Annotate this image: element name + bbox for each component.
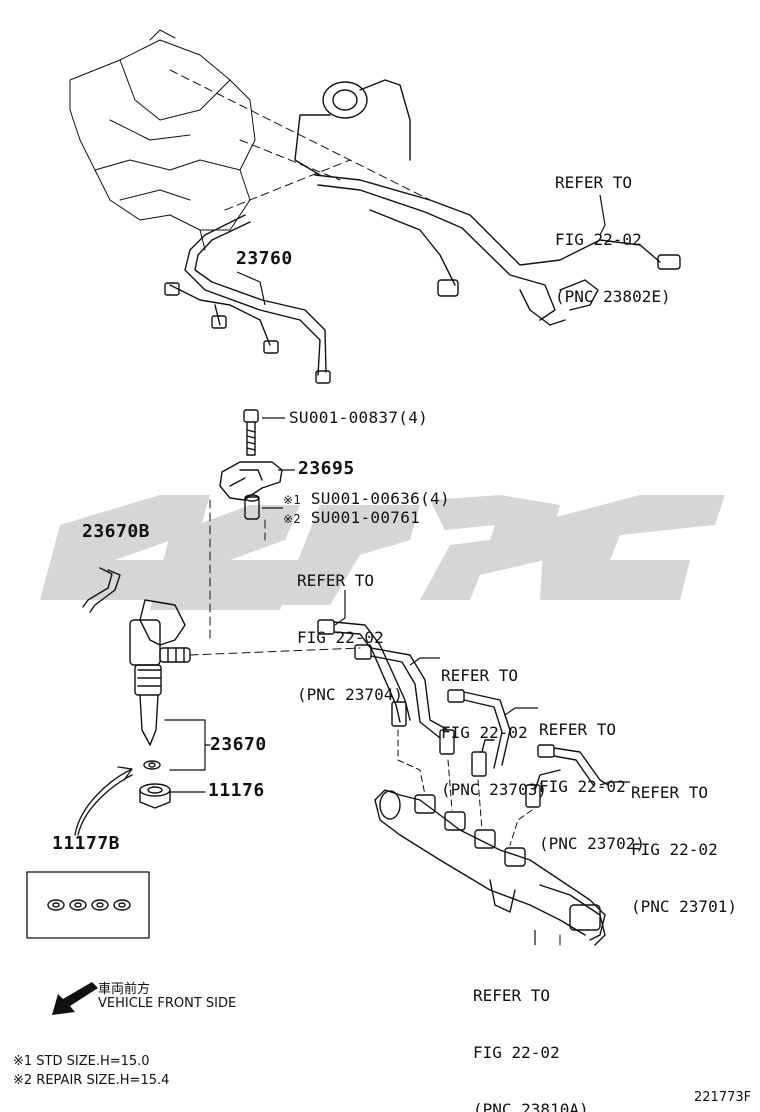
- fuel-pipe-assembly: [294, 79, 681, 326]
- ref-line1: REFER TO: [297, 571, 375, 590]
- ref-callout-23810A[interactable]: REFER TO FIG 22-02 (PNC 23810A): [473, 948, 589, 1112]
- leader-line: [334, 590, 346, 626]
- leader-dashed: [169, 69, 431, 201]
- ref-line3: (PNC 23810A): [473, 1100, 589, 1112]
- ref-line3: (PNC 23704): [297, 685, 403, 704]
- leader-line: [164, 719, 211, 771]
- ref-line2: FIG 22-02: [473, 1043, 560, 1062]
- ref-callout-23802E[interactable]: REFER TO FIG 22-02 (PNC 23802E): [555, 135, 671, 344]
- washer-std-label[interactable]: SU001-00636(4): [310, 489, 450, 508]
- leader-dashed: [189, 647, 361, 656]
- leader-line: [409, 657, 440, 666]
- washer-rep-label[interactable]: SU001-00761: [310, 508, 421, 527]
- ref-line1: REFER TO: [539, 720, 617, 739]
- washer-rep-row: ※2 SU001-00761: [283, 508, 420, 529]
- vehicle-front-arrow: [52, 982, 98, 1015]
- part-label-23760[interactable]: 23760: [236, 248, 293, 269]
- part-label-11177B[interactable]: 11177B: [52, 833, 121, 854]
- ref-line2: FIG 22-02: [555, 230, 642, 249]
- ref-line2: FIG 22-02: [631, 840, 718, 859]
- washer-std-row: ※1 SU001-00636(4): [283, 489, 450, 510]
- seal-ring-11176: [139, 783, 171, 809]
- ref-line1: REFER TO: [555, 173, 633, 192]
- vehicle-front-label-en: VEHICLE FRONT SIDE: [98, 996, 237, 1011]
- leader-arrow: [74, 769, 131, 836]
- ref-callout-23703[interactable]: REFER TO FIG 22-02 (PNC 23703): [441, 628, 547, 837]
- leak-pipe-23670B: [82, 567, 121, 613]
- leader-line: [599, 781, 630, 786]
- bolt-label[interactable]: SU001-00837(4): [289, 408, 429, 427]
- vehicle-front-label-jp: 車両前方: [98, 982, 151, 997]
- ref-line2: FIG 22-02: [297, 628, 384, 647]
- ref-line1: REFER TO: [473, 986, 551, 1005]
- figure-id: 221773F: [694, 1090, 752, 1105]
- washer-rep-mark: ※2: [283, 512, 301, 526]
- note-repair-size: ※2 REPAIR SIZE.H=15.4: [13, 1073, 170, 1088]
- ref-line3: (PNC 23703): [441, 780, 547, 799]
- ref-line2: FIG 22-02: [539, 777, 626, 796]
- part-label-23670B[interactable]: 23670B: [82, 521, 151, 542]
- leader-line: [236, 271, 266, 306]
- note-std-size: ※1 STD SIZE.H=15.0: [13, 1054, 150, 1069]
- ref-line2: FIG 22-02: [441, 723, 528, 742]
- leader-dashed: [447, 759, 453, 811]
- seal-ring-part: [143, 760, 161, 770]
- leader-line: [504, 707, 538, 716]
- part-label-23695[interactable]: 23695: [298, 458, 355, 479]
- ref-callout-23701[interactable]: REFER TO FIG 22-02 (PNC 23701): [631, 745, 737, 954]
- ref-line3: (PNC 23802E): [555, 287, 671, 306]
- leader-dashed: [239, 139, 341, 181]
- kit-box-11177B: [26, 871, 150, 939]
- ref-callout-23702[interactable]: REFER TO FIG 22-02 (PNC 23702): [539, 682, 645, 891]
- injection-pipes-right: [317, 619, 609, 808]
- ref-callout-23704[interactable]: REFER TO FIG 22-02 (PNC 23704): [297, 533, 403, 742]
- leader-dashed: [477, 779, 483, 831]
- leader-dashed: [224, 159, 351, 211]
- leader-line: [599, 194, 606, 236]
- ref-line3: (PNC 23702): [539, 834, 645, 853]
- leader-dashed: [509, 809, 533, 846]
- washer-std-mark: ※1: [283, 493, 301, 507]
- leader-dashed: [397, 729, 426, 796]
- engine-outline: [69, 29, 256, 251]
- injector-part-23670: [129, 599, 191, 746]
- part-label-23670[interactable]: 23670: [210, 734, 267, 755]
- watermark-logo: [40, 495, 725, 610]
- part-label-11176[interactable]: 11176: [208, 780, 265, 801]
- bolt-part: [243, 409, 259, 456]
- clamp-part-23695: [219, 461, 283, 501]
- ref-line1: REFER TO: [441, 666, 519, 685]
- common-rail: [374, 789, 606, 946]
- ref-line1: REFER TO: [631, 783, 709, 802]
- injection-pipe-23760: [164, 214, 331, 384]
- ref-line3: (PNC 23701): [631, 897, 737, 916]
- kit-rings: [47, 899, 131, 911]
- washer-part: [244, 494, 260, 520]
